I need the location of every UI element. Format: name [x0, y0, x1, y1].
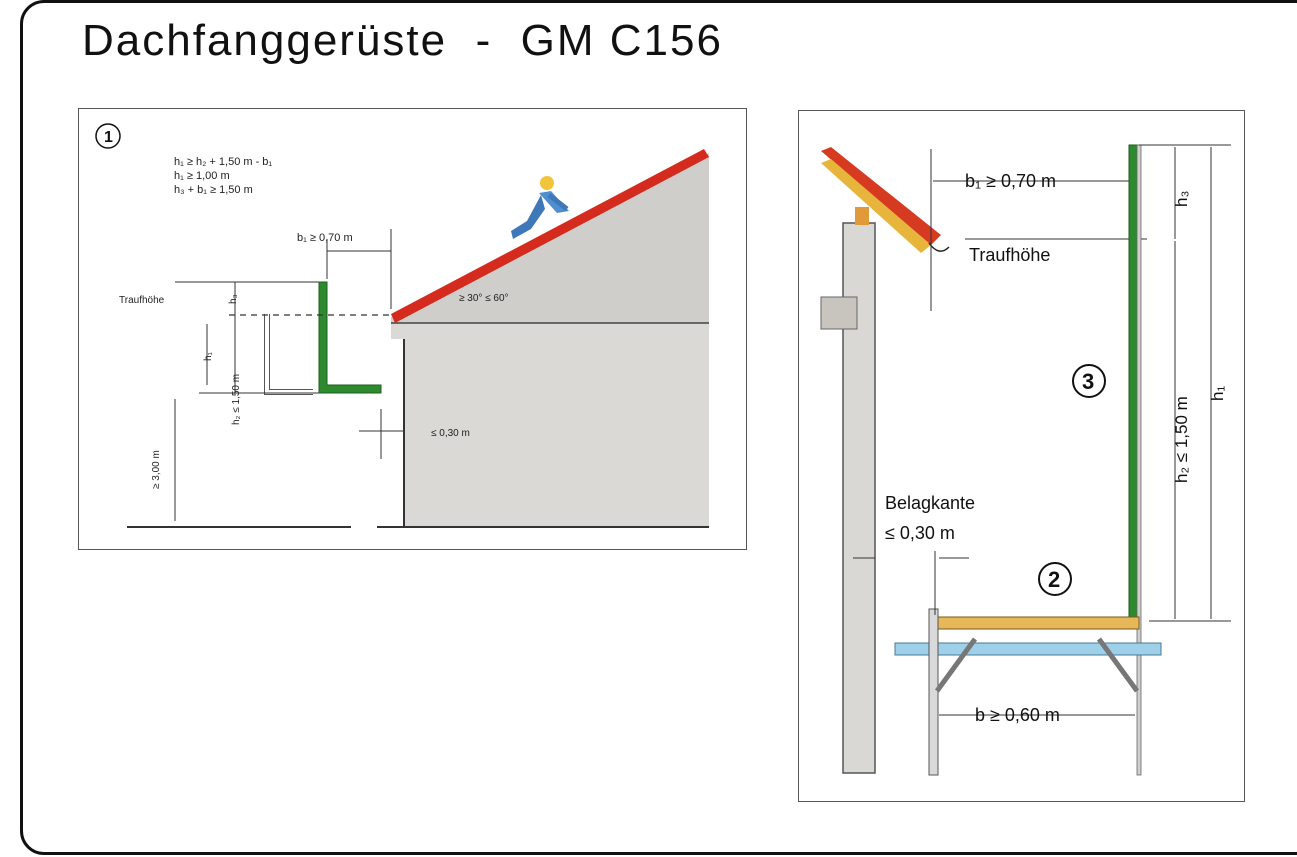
- marker-2-label: 2: [1048, 567, 1060, 592]
- scaffold-ledger: [894, 642, 1162, 656]
- h1-label: h₁: [203, 351, 214, 361]
- marker-1: [95, 123, 121, 149]
- traufhoehe-label: Traufhöhe: [969, 245, 1050, 265]
- h3-label: h₃: [1172, 191, 1191, 207]
- roof-overview-figure: 1 h₁ ≥ h₂ + 1,50 m - b₁ h₁ ≥ 1,00 m h₃ +…: [95, 123, 709, 528]
- gap-label: ≤ 0,30 m: [885, 523, 955, 543]
- marker-2: [1038, 562, 1072, 596]
- gutter: [928, 242, 950, 252]
- marker-3-label: 3: [1082, 369, 1094, 394]
- b-label: b ≥ 0,60 m: [975, 705, 1060, 725]
- page-title: Dachfanggerüste - GM C156: [82, 16, 723, 65]
- height-label: ≥ 3,00 m: [151, 450, 162, 489]
- diagram-panel-roof-overview: 1 h₁ ≥ h₂ + 1,50 m - b₁ h₁ ≥ 1,00 m h₃ +…: [78, 108, 747, 550]
- h1-label: h₁: [1208, 386, 1227, 401]
- roof-tiles: [821, 147, 941, 245]
- scaffold-post-left: [928, 608, 939, 776]
- gap-label: ≤ 0,30 m: [431, 428, 470, 439]
- h3-label: h₃: [228, 294, 239, 304]
- marker-1-label: 1: [104, 129, 113, 146]
- roofer-figure: [511, 176, 569, 239]
- guard-rail-alternative: [264, 314, 313, 395]
- marker-3: [1072, 364, 1106, 398]
- formula-3: h₃ + b₁ ≥ 1,50 m: [174, 184, 253, 196]
- guard-post: [1136, 144, 1142, 776]
- traufhoehe-label: Traufhöhe: [119, 295, 165, 306]
- belagkante-label: Belagkante: [885, 493, 975, 513]
- roof-tiles: [391, 149, 709, 323]
- h2-label: h₂ ≤ 1,50 m: [231, 374, 242, 425]
- b1-label: b₁ ≥ 0,70 m: [297, 232, 353, 244]
- h2-label: h₂ ≤ 1,50 m: [1172, 396, 1191, 483]
- guard-rail-green: [318, 281, 382, 394]
- b1-label: b₁ ≥ 0,70 m: [965, 171, 1056, 191]
- roof-batten: [821, 159, 931, 253]
- detail-section-figure: 3 2 b₁ ≥ 0,70 m Traufhöhe h₃ h₂ ≤ 1,50 m…: [820, 144, 1231, 776]
- diagram-panel-detail-section: 3 2 b₁ ≥ 0,70 m Traufhöhe h₃ h₂ ≤ 1,50 m…: [798, 110, 1245, 802]
- wall-anchor-block: [820, 296, 858, 330]
- formula-1: h₁ ≥ h₂ + 1,50 m - b₁: [174, 156, 272, 168]
- rafter-block: [855, 207, 869, 225]
- outer-frame: [20, 0, 1297, 855]
- formula-2: h₁ ≥ 1,00 m: [174, 170, 230, 182]
- scaffold-deck: [934, 616, 1140, 630]
- scaffold-brace: [934, 637, 1140, 693]
- angle-label: ≥ 30° ≤ 60°: [459, 293, 509, 304]
